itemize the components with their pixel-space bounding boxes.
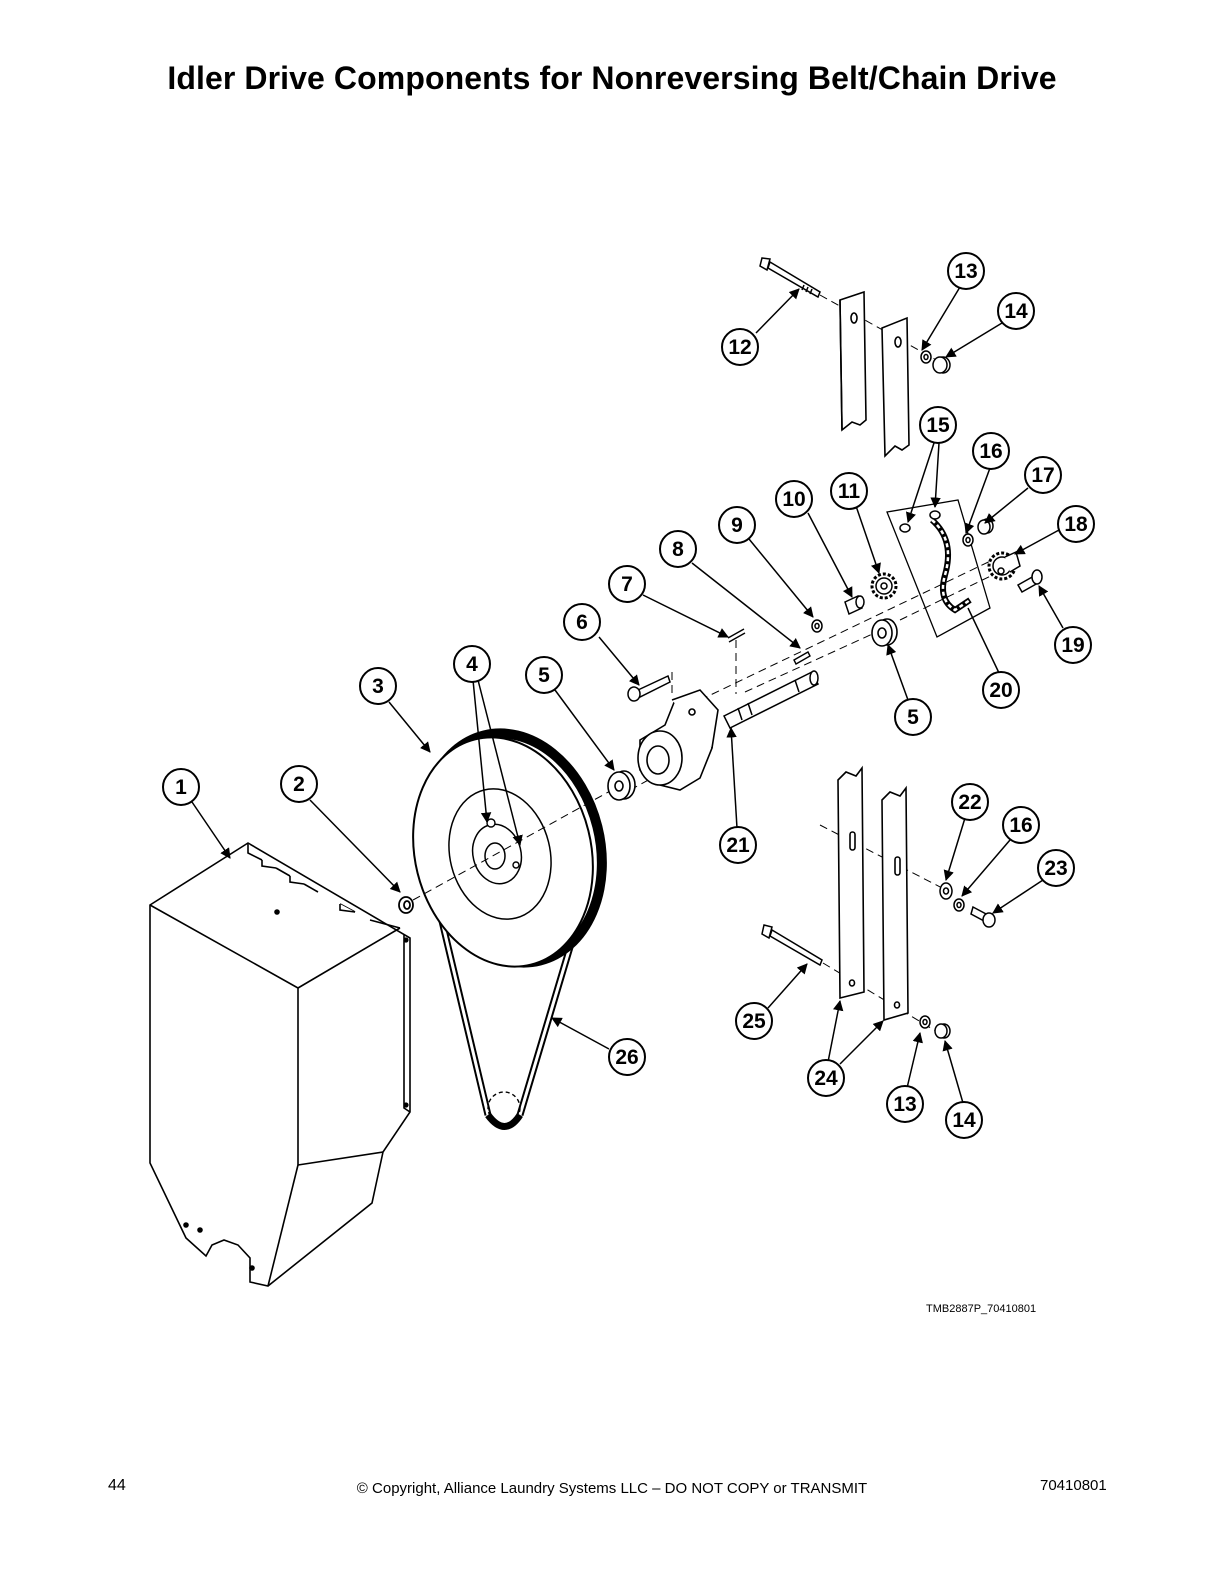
callout-10: 10	[775, 480, 813, 518]
svg-text:2: 2	[293, 773, 305, 796]
svg-text:8: 8	[672, 538, 684, 561]
spacer	[844, 594, 865, 616]
lower-bracket-right	[881, 785, 909, 1022]
upper-bracket-left	[839, 290, 867, 432]
svg-text:19: 19	[1061, 634, 1084, 657]
callout-20: 20	[982, 671, 1020, 709]
callout-22: 22	[951, 783, 989, 821]
pulley	[412, 728, 607, 968]
callout-21: 21	[719, 826, 757, 864]
callout-13a: 13	[947, 252, 985, 290]
hex-bolt-small	[1016, 569, 1043, 594]
belt-guard-housing	[149, 842, 411, 1287]
svg-text:22: 22	[958, 791, 981, 814]
copyright-notice: © Copyright, Alliance Laundry Systems LL…	[356, 1480, 868, 1497]
callout-6: 6	[563, 603, 601, 641]
callout-24: 24	[807, 1059, 845, 1097]
callout-13b: 13	[886, 1085, 924, 1123]
svg-text:14: 14	[1004, 300, 1028, 323]
svg-text:7: 7	[621, 573, 633, 596]
svg-text:10: 10	[782, 488, 805, 511]
callout-4: 4	[453, 645, 491, 683]
retaining-ring	[398, 896, 414, 914]
svg-text:4: 4	[466, 653, 478, 676]
lock-washer-upper	[962, 533, 974, 547]
page-title: Idler Drive Components for Nonreversing …	[167, 60, 1057, 96]
svg-text:24: 24	[814, 1067, 838, 1090]
callout-16a: 16	[972, 432, 1010, 470]
sprocket-large	[987, 550, 1021, 581]
svg-text:26: 26	[615, 1046, 638, 1069]
cotter-pin	[727, 628, 746, 643]
upper-bracket-right	[881, 316, 910, 458]
svg-text:1: 1	[175, 776, 187, 799]
svg-text:5: 5	[538, 664, 550, 687]
callout-8: 8	[659, 530, 697, 568]
upper-lock-washer	[920, 350, 932, 364]
svg-text:21: 21	[726, 834, 750, 857]
callout-26: 26	[608, 1038, 646, 1076]
svg-text:3: 3	[372, 675, 384, 698]
leader-lines	[191, 286, 1064, 1104]
svg-text:9: 9	[731, 514, 743, 537]
lower-lock-washer	[953, 898, 965, 912]
figure-id: TMB2887P_70410801	[926, 1303, 1037, 1315]
sprocket-small	[870, 572, 898, 600]
callout-11: 11	[830, 472, 868, 510]
lower-hex-nut	[934, 1023, 951, 1039]
callout-5b: 5	[894, 698, 932, 736]
lower-washer-flat	[939, 882, 953, 900]
svg-text:23: 23	[1044, 857, 1067, 880]
svg-text:14: 14	[952, 1109, 976, 1132]
svg-text:6: 6	[576, 611, 588, 634]
upper-hex-nut	[932, 356, 951, 374]
lower-bolt	[761, 924, 823, 967]
callout-19: 19	[1054, 626, 1092, 664]
washer	[811, 619, 823, 633]
key	[793, 651, 811, 665]
callout-9: 9	[718, 506, 756, 544]
svg-text:17: 17	[1031, 464, 1054, 487]
bearing-flange-housing	[637, 689, 719, 791]
svg-text:16: 16	[979, 440, 1002, 463]
lower-bracket-left	[837, 765, 865, 1000]
callout-7: 7	[608, 565, 646, 603]
callout-14b: 14	[945, 1101, 983, 1139]
callout-5a: 5	[525, 656, 563, 694]
set-screw-collar	[977, 518, 994, 535]
callout-25: 25	[735, 1002, 773, 1040]
bearing-right	[871, 618, 898, 647]
bearing-left	[607, 770, 636, 801]
svg-text:16: 16	[1009, 814, 1032, 837]
document-number: 70410801	[1040, 1477, 1107, 1494]
clevis-pin	[627, 674, 671, 702]
svg-text:25: 25	[742, 1010, 766, 1033]
callout-1: 1	[162, 768, 200, 806]
callout-14a: 14	[997, 292, 1035, 330]
upper-bolt	[759, 257, 821, 299]
svg-text:13: 13	[893, 1093, 916, 1116]
callout-12: 12	[721, 328, 759, 366]
callout-2: 2	[280, 765, 318, 803]
callout-18: 18	[1057, 505, 1095, 543]
svg-text:15: 15	[926, 414, 950, 437]
svg-text:12: 12	[728, 336, 751, 359]
svg-text:13: 13	[954, 260, 977, 283]
callout-17: 17	[1024, 456, 1062, 494]
svg-text:18: 18	[1064, 513, 1088, 536]
svg-text:20: 20	[989, 679, 1012, 702]
callout-3: 3	[359, 667, 397, 705]
lower-cap-screw	[970, 905, 996, 928]
callouts: 1 2 3 4 5 6 7 8 9 10 11 12 13 14 15 16 1…	[162, 252, 1095, 1139]
page-number: 44	[108, 1477, 126, 1494]
shaft	[722, 670, 820, 730]
callout-23: 23	[1037, 849, 1075, 887]
callout-15: 15	[919, 406, 957, 444]
svg-text:5: 5	[907, 706, 919, 729]
callout-16b: 16	[1002, 806, 1040, 844]
lower-nut-washer	[919, 1015, 931, 1029]
svg-text:11: 11	[838, 480, 861, 503]
